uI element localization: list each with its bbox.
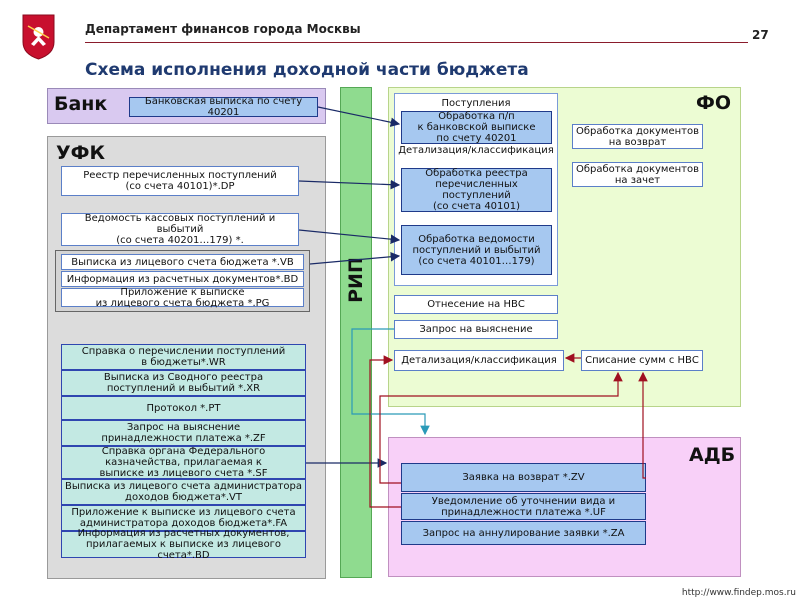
ufk-info-bd-box: Информация из расчетных документов*.BD <box>61 271 304 287</box>
header-rule <box>85 42 748 43</box>
rip-region-title-wrap: РИП <box>341 240 371 320</box>
rip-region <box>340 87 372 578</box>
fo-receipts-label: Поступления <box>441 97 511 109</box>
fo-processing-pp-box: Обработка п/п к банковской выписке по сч… <box>401 111 552 144</box>
moscow-coat-of-arms-icon <box>22 14 55 60</box>
page-title: Схема исполнения доходной части бюджета <box>85 60 529 80</box>
ufk-reference-sf-box: Справка органа Федерального казначейства… <box>61 446 306 479</box>
department-name: Департамент финансов города Москвы <box>85 22 361 36</box>
ufk-cash-sheet-box: Ведомость кассовых поступлений и выбытий… <box>61 213 299 246</box>
ufk-appendix-pg-box: Приложение к выписке из лицевого счета б… <box>61 287 304 309</box>
adb-refund-zv-box: Заявка на возврат *.ZV <box>401 463 646 492</box>
adb-cancel-za-box: Запрос на аннулирование заявки *.ZA <box>401 521 646 545</box>
adb-region-title: АДБ <box>689 444 736 466</box>
bank-statement-box: Банковская выписка по счету 40201 <box>129 96 318 118</box>
bank-region-title: Банк <box>54 93 108 115</box>
ufk-info-bd2-box: Информация из расчетных документов, прил… <box>61 528 306 561</box>
ufk-reference-wr-box: Справка о перечислении поступлений в бюд… <box>61 344 306 370</box>
ufk-protocol-pt-box: Протокол *.PT <box>61 396 306 420</box>
ufk-request-zf-box: Запрос на выяснение принадлежности плате… <box>61 420 306 446</box>
ufk-extract-xr-box: Выписка из Сводного реестра поступлений … <box>61 370 306 396</box>
rip-region-title: РИП <box>345 257 367 303</box>
adb-notice-uf-box: Уведомление об уточнении вида и принадле… <box>401 493 646 520</box>
fo-assign-nvs-box: Отнесение на НВС <box>394 295 558 314</box>
fo-refund-docs-box: Обработка документов на возврат <box>572 124 703 149</box>
fo-request-clarify-box: Запрос на выяснение <box>394 320 558 339</box>
ufk-registry-dp-box: Реестр перечисленных поступлений (со сче… <box>61 166 299 196</box>
fo-detail-bottom-box: Детализация/классификация <box>394 350 564 371</box>
fo-offset-docs-box: Обработка документов на зачет <box>572 162 703 187</box>
fo-processing-sheet-box: Обработка ведомости поступлений и выбыти… <box>401 225 552 275</box>
fo-processing-registry-box: Обработка реестра перечисленных поступле… <box>401 168 552 212</box>
footer-url[interactable]: http://www.findep.mos.ru <box>681 588 796 598</box>
page-number: 27 <box>752 28 769 42</box>
ufk-extract-vt-box: Выписка из лицевого счета администратора… <box>61 479 306 505</box>
fo-detail-top-label: Детализация/классификация <box>398 145 554 156</box>
ufk-region-title: УФК <box>56 142 106 164</box>
fo-writeoff-nvs-box: Списание сумм с НВС <box>581 350 703 371</box>
ufk-appendix-fa-box: Приложение к выписке из лицевого счета а… <box>61 505 306 531</box>
ufk-extract-vb-box: Выписка из лицевого счета бюджета *.VB <box>61 254 304 270</box>
fo-region-title: ФО <box>696 92 731 114</box>
